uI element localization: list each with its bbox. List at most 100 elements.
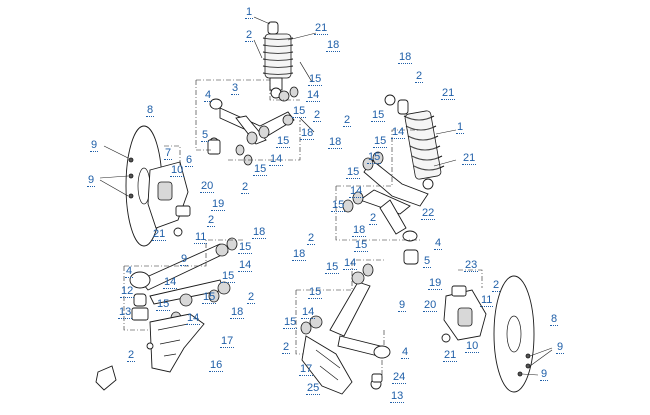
callout-1: 1 — [456, 121, 465, 134]
callout-15: 15 — [371, 109, 386, 122]
callout-15: 15 — [292, 105, 307, 118]
callout-5: 5 — [201, 129, 210, 142]
callout-20: 20 — [423, 299, 438, 312]
callout-15: 15 — [325, 261, 340, 274]
callout-1: 1 — [245, 6, 254, 19]
callout-8: 8 — [146, 104, 155, 117]
callout-23: 23 — [464, 259, 479, 272]
callout-14: 14 — [163, 276, 178, 289]
lower-a-arm-right — [300, 263, 391, 390]
callout-17: 17 — [299, 363, 314, 376]
callout-14: 14 — [186, 312, 201, 325]
callout-21: 21 — [441, 87, 456, 100]
callout-22: 22 — [421, 207, 436, 220]
callout-3: 3 — [231, 82, 240, 95]
callout-15: 15 — [253, 163, 268, 176]
callout-6: 6 — [185, 154, 194, 167]
callout-2: 2 — [127, 349, 136, 362]
callout-9: 9 — [556, 341, 565, 354]
callout-16: 16 — [209, 359, 224, 372]
callout-21: 21 — [314, 22, 329, 35]
callout-18: 18 — [352, 224, 367, 237]
skid-plate-right — [301, 335, 353, 395]
callout-15: 15 — [354, 239, 369, 252]
callout-7: 7 — [164, 147, 173, 160]
callout-2: 2 — [492, 279, 501, 292]
callout-18: 18 — [328, 136, 343, 149]
upper-a-arm-left — [207, 61, 315, 166]
callout-14: 14 — [301, 306, 316, 319]
callout-4: 4 — [204, 89, 213, 102]
callout-5: 5 — [423, 255, 432, 268]
callout-21: 21 — [152, 228, 167, 241]
callout-15: 15 — [308, 286, 323, 299]
callout-15: 15 — [283, 316, 298, 329]
brake-disc-front-right — [493, 275, 535, 393]
callout-14: 14 — [269, 153, 284, 166]
callout-13: 13 — [390, 390, 405, 403]
callout-21: 21 — [443, 349, 458, 362]
callout-9: 9 — [90, 139, 99, 152]
callout-15: 15 — [156, 298, 171, 311]
callout-2: 2 — [247, 291, 256, 304]
callout-15: 15 — [308, 73, 323, 86]
callout-15: 15 — [346, 166, 361, 179]
callout-2: 2 — [207, 214, 216, 227]
callout-10: 10 — [465, 340, 480, 353]
callout-2: 2 — [245, 29, 254, 42]
callout-10: 10 — [170, 164, 185, 177]
callout-15: 15 — [238, 241, 253, 254]
knuckle-caliper-left — [147, 161, 191, 237]
callout-18: 18 — [230, 306, 245, 319]
callout-4: 4 — [125, 265, 134, 278]
callout-25: 25 — [306, 382, 321, 395]
callout-2: 2 — [282, 341, 291, 354]
callout-9: 9 — [398, 299, 407, 312]
callout-2: 2 — [415, 70, 424, 83]
callout-4: 4 — [434, 237, 443, 250]
callout-15: 15 — [331, 199, 346, 212]
callout-15: 15 — [221, 270, 236, 283]
callout-20: 20 — [200, 180, 215, 193]
upper-a-arm-right — [342, 151, 429, 265]
callout-2: 2 — [343, 114, 352, 127]
callout-24: 24 — [392, 371, 407, 384]
callout-4: 4 — [401, 346, 410, 359]
callout-2: 2 — [313, 109, 322, 122]
callout-15: 15 — [202, 291, 217, 304]
callout-17: 17 — [220, 335, 235, 348]
callout-9: 9 — [180, 253, 189, 266]
callout-19: 19 — [428, 277, 443, 290]
callout-14: 14 — [391, 126, 406, 139]
callout-12: 12 — [120, 285, 135, 298]
callout-18: 18 — [326, 39, 341, 52]
callout-11: 11 — [194, 231, 208, 244]
callout-21: 21 — [462, 152, 477, 165]
callout-2: 2 — [241, 181, 250, 194]
callout-19: 19 — [211, 198, 226, 211]
callout-18: 18 — [398, 51, 413, 64]
callout-8: 8 — [550, 313, 559, 326]
callout-14: 14 — [349, 185, 364, 198]
shock-absorber-right — [384, 94, 445, 190]
callout-15: 15 — [367, 151, 382, 164]
callout-18: 18 — [292, 248, 307, 261]
callout-11: 11 — [480, 294, 494, 307]
shock-absorber-left — [262, 21, 294, 99]
callout-14: 14 — [306, 89, 321, 102]
callout-9: 9 — [87, 174, 96, 187]
knuckle-caliper-right — [441, 285, 487, 343]
skid-plate-left — [146, 313, 205, 373]
callout-9: 9 — [540, 368, 549, 381]
callout-15: 15 — [373, 135, 388, 148]
callout-2: 2 — [369, 212, 378, 225]
callout-13: 13 — [118, 306, 133, 319]
hub-bracket-left — [95, 365, 117, 391]
callout-18: 18 — [300, 127, 315, 140]
callout-2: 2 — [307, 232, 316, 245]
callout-14: 14 — [343, 257, 358, 270]
callout-18: 18 — [252, 226, 267, 239]
callout-15: 15 — [276, 135, 291, 148]
